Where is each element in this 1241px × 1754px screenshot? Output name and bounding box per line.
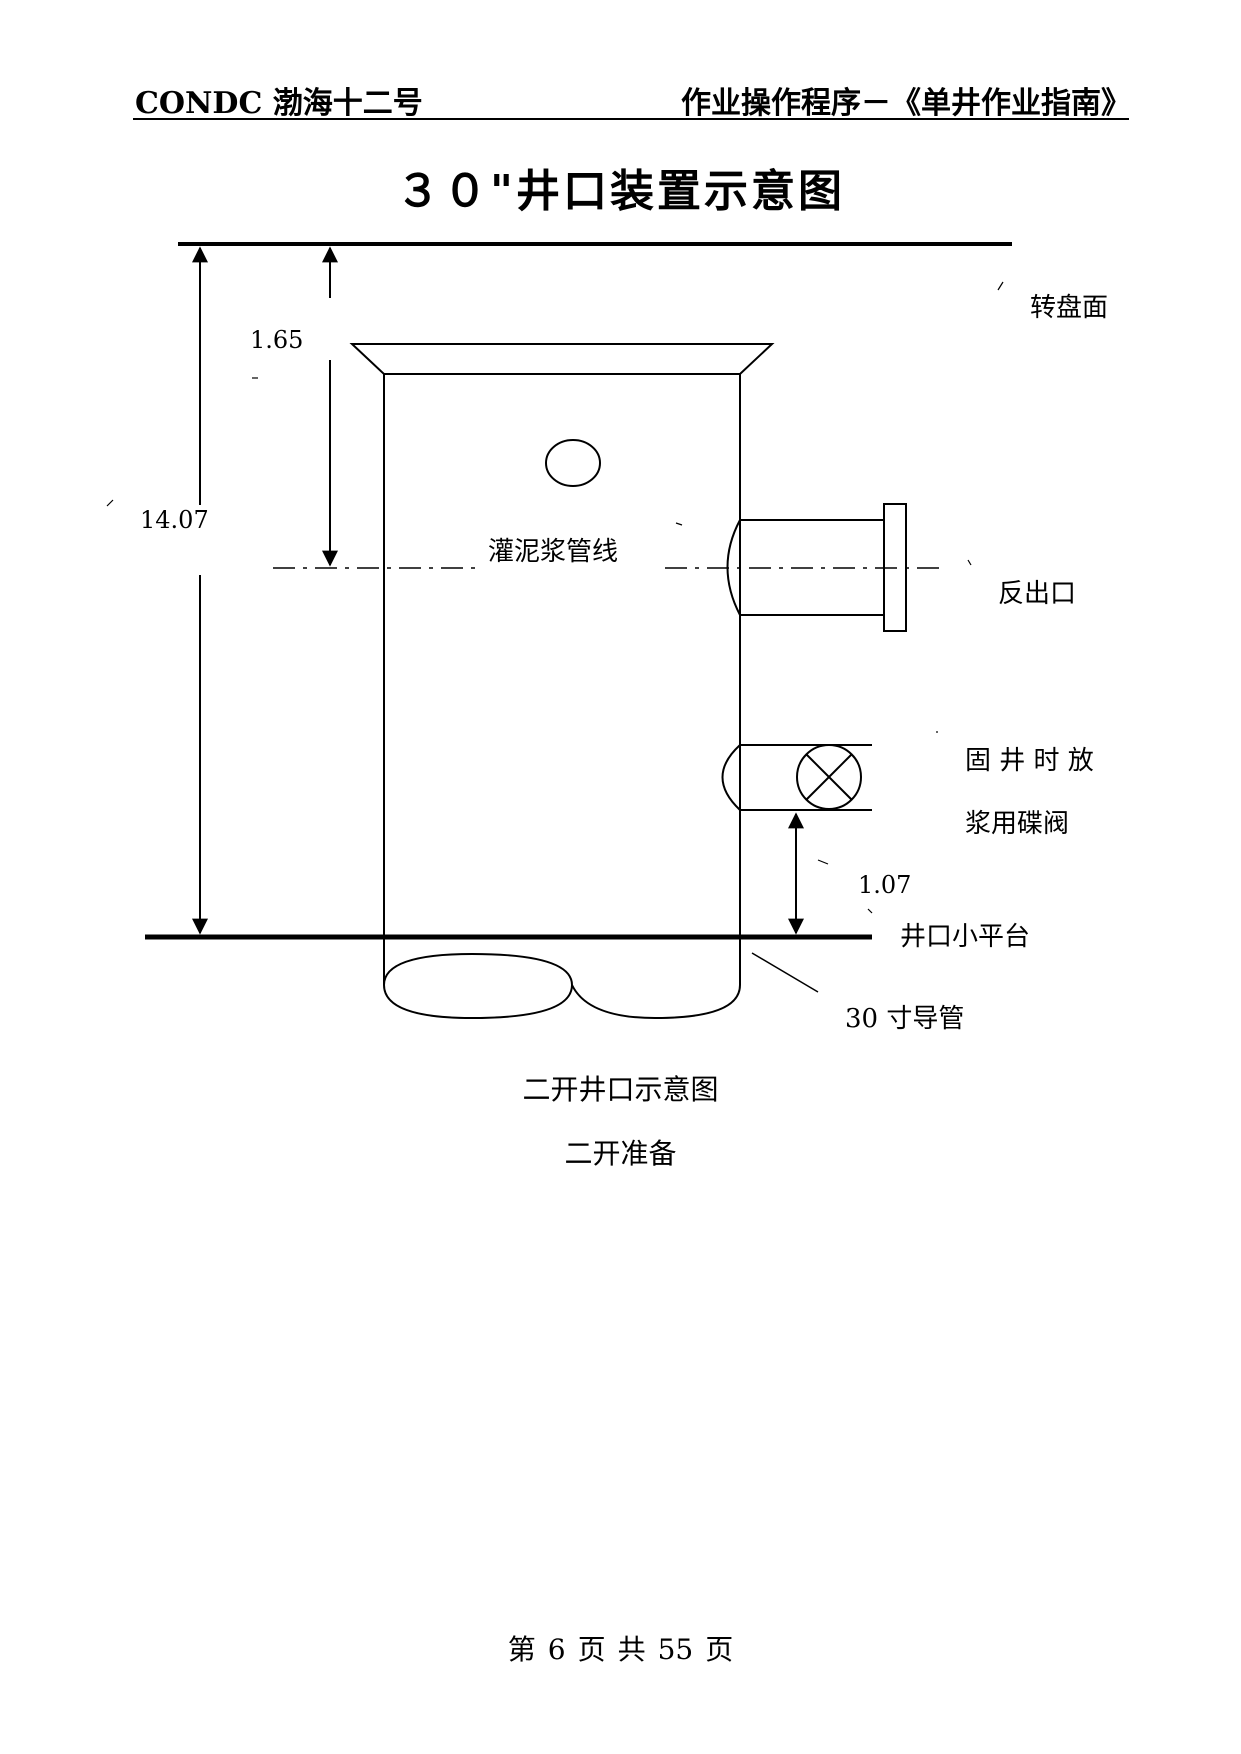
- footer-suffix: 页: [705, 1633, 734, 1666]
- butterfly-valve-icon: [796, 744, 862, 810]
- label-return-outlet: 反出口: [998, 579, 1077, 609]
- conductor-bottom: [382, 952, 574, 1020]
- footer-total: 55: [657, 1633, 694, 1666]
- mud-fill-port: [545, 439, 601, 487]
- dim-valve-label: 1.07: [858, 871, 912, 899]
- label-cement-valve-1: 固 井 时 放: [965, 746, 1094, 776]
- label-wellhead-platform: 井口小平台: [900, 922, 1031, 952]
- caption-2: 二开准备: [564, 1137, 677, 1170]
- header-rule: [133, 118, 1129, 120]
- footer-prefix: 第: [507, 1633, 536, 1666]
- dim-total-label: 14.07: [140, 506, 209, 534]
- header-left: CONDC 渤海十二号: [135, 86, 423, 121]
- page-title: ３０"井口装置示意图: [396, 166, 845, 217]
- label-rotary-table: 转盘面: [1030, 293, 1109, 323]
- dim-top-label: 1.65: [250, 326, 304, 354]
- label-conductor: 30 寸导管: [845, 1004, 965, 1034]
- header-right: 作业操作程序－《单井作业指南》: [681, 86, 1131, 121]
- bell-nipple: [349, 343, 775, 375]
- valve-saddle: [721, 744, 741, 811]
- caption-1: 二开井口示意图: [522, 1073, 719, 1106]
- footer-page: 6: [547, 1633, 566, 1666]
- footer-total-prefix: 共: [617, 1633, 646, 1666]
- footer-mid: 页: [577, 1633, 606, 1666]
- label-cement-valve-2: 浆用碟阀: [965, 809, 1070, 839]
- label-mud-fill-line: 灌泥浆管线: [488, 537, 619, 567]
- conductor-leader: [751, 952, 819, 993]
